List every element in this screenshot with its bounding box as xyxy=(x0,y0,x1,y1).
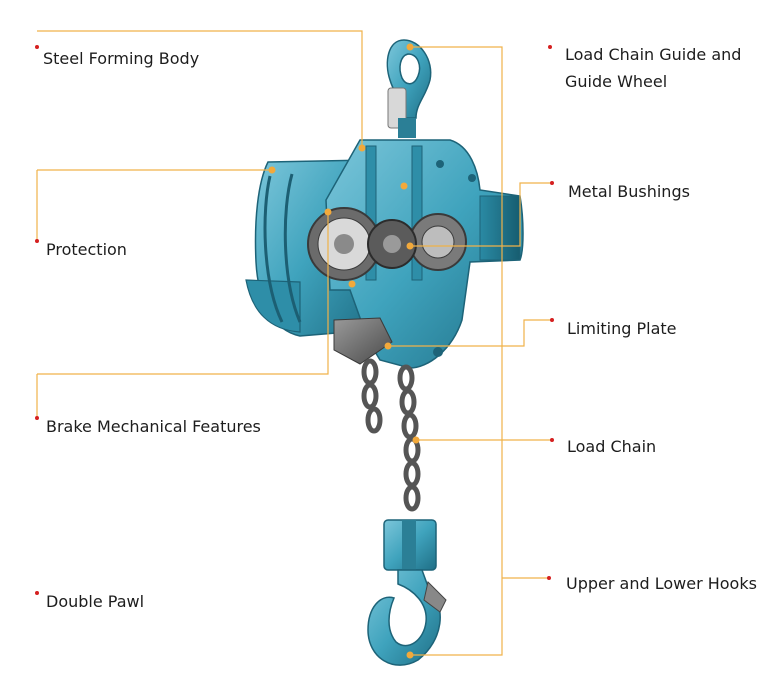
label-upper-and-lower-hooks: Upper and Lower Hooks xyxy=(566,574,757,593)
label-metal-bushings: Metal Bushings xyxy=(568,182,690,201)
upper-hook xyxy=(386,39,432,138)
limiting-plate-dot xyxy=(550,318,554,322)
label-limiting-plate: Limiting Plate xyxy=(567,319,677,338)
metal-bushings-dot xyxy=(550,181,554,185)
load-chain-dot xyxy=(550,438,554,442)
hoist-body xyxy=(245,139,524,369)
upper-and-lower-hooks-dot xyxy=(547,576,551,580)
load-chain-guide-dot xyxy=(548,45,552,49)
protection-dot xyxy=(35,239,39,243)
lower-hook xyxy=(367,519,447,666)
steel-forming-body-dot xyxy=(35,45,39,49)
label-protection: Protection xyxy=(46,240,127,259)
label-load-chain: Load Chain xyxy=(567,437,657,456)
brake-mechanical-features-dot xyxy=(35,416,39,420)
label-brake-mechanical-features: Brake Mechanical Features xyxy=(46,417,261,436)
double-pawl-dot xyxy=(35,591,39,595)
label-load-chain-guide: Load Chain Guide and Guide Wheel xyxy=(565,45,742,91)
label-steel-forming-body: Steel Forming Body xyxy=(43,49,200,68)
leader-lines xyxy=(36,30,552,659)
label-double-pawl: Double Pawl xyxy=(46,592,145,611)
load-chain xyxy=(361,358,421,512)
